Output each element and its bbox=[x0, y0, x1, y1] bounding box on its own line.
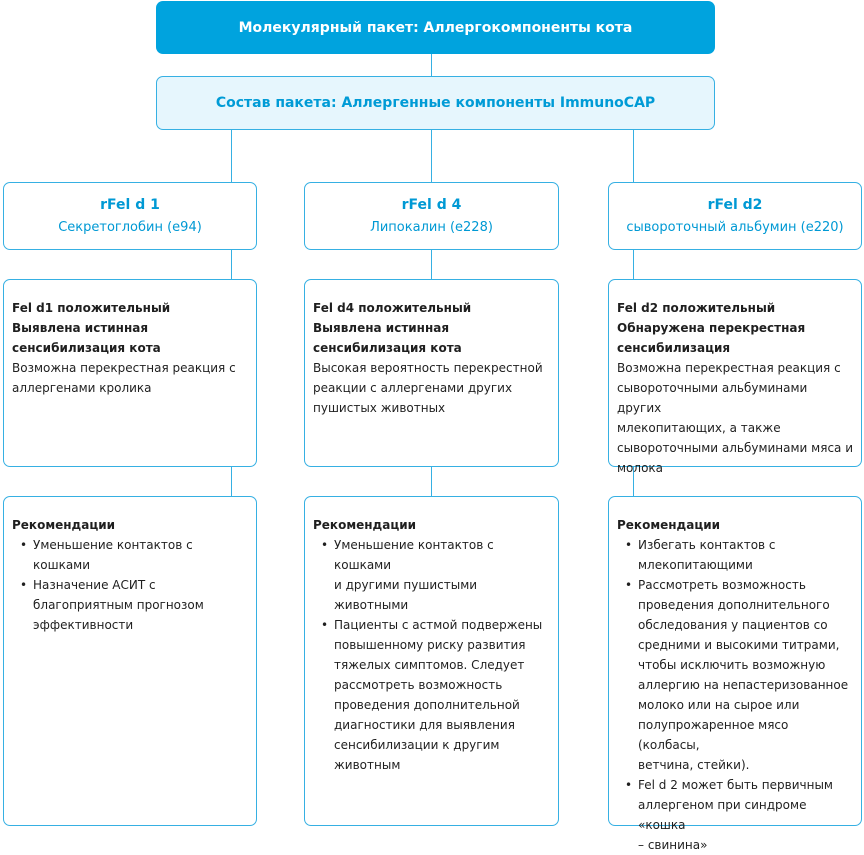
result-text-line: млекопитающих, а также bbox=[617, 421, 781, 435]
recommendation-line: рассмотреть возможность bbox=[334, 678, 503, 692]
connector-col1-mid bbox=[231, 249, 232, 287]
recommendation-line: аллергеном при синдроме «кошка bbox=[638, 798, 807, 832]
result-text-line: Высокая вероятность перекрестной bbox=[313, 361, 543, 375]
recommendation-item: Fel d 2 может быть первичным аллергеном … bbox=[617, 775, 853, 855]
result-line: сенсибилизация кота bbox=[12, 341, 161, 355]
component-name: rFel d 1 bbox=[100, 196, 160, 213]
recommendation-line: Избегать контактов с bbox=[638, 538, 776, 552]
result-line: Обнаружена перекрестная bbox=[617, 321, 806, 335]
package-subtitle: Состав пакета: Аллергенные компоненты Im… bbox=[215, 95, 656, 111]
result-text-line: сывороточными альбуминами других bbox=[617, 381, 808, 415]
recommendation-line: диагностики для выявления bbox=[334, 718, 515, 732]
connector-col2-low bbox=[431, 466, 432, 506]
component-description: Секретоглобин (e94) bbox=[58, 219, 202, 235]
result-line: Fel d1 положительный bbox=[12, 301, 171, 315]
recommendation-line: млекопитающими bbox=[638, 558, 753, 572]
recommendation-line: аллергию на непастеризованное bbox=[638, 678, 849, 692]
connector-col2-top bbox=[431, 130, 432, 190]
recommendation-item: Избегать контактов с млекопитающими bbox=[617, 535, 853, 575]
recommendations-title: Рекомендации bbox=[617, 518, 721, 532]
recommendation-line: проведения дополнительного bbox=[638, 598, 830, 612]
result-text-line: Возможна перекрестная реакция с bbox=[617, 361, 841, 375]
recommendations-box-fel-d1: Рекомендации Уменьшение контактов с кошк… bbox=[3, 496, 257, 826]
result-line: Выявлена истинная bbox=[12, 321, 149, 335]
result-text-line: молока bbox=[617, 461, 664, 475]
recommendation-line: эффективности bbox=[33, 618, 134, 632]
recommendation-line: Пациенты с астмой подвержены bbox=[334, 618, 543, 632]
result-box-fel-d4: Fel d4 положительный Выявлена истинная с… bbox=[304, 279, 559, 467]
connector-main bbox=[431, 54, 432, 88]
recommendation-line: Уменьшение контактов с bbox=[33, 538, 193, 552]
recommendation-item: Пациенты с астмой подвержены повышенному… bbox=[313, 615, 550, 775]
recommendation-line: чтобы исключить возможную bbox=[638, 658, 826, 672]
component-description: Липокалин (e228) bbox=[370, 219, 493, 235]
component-box-fel-d2: rFel d2 сывороточный альбумин (e220) bbox=[608, 182, 862, 250]
result-line: сенсибилизация bbox=[617, 341, 731, 355]
result-line: Fel d2 положительный bbox=[617, 301, 776, 315]
recommendations-box-fel-d4: Рекомендации Уменьшение контактов с кошк… bbox=[304, 496, 559, 826]
recommendation-line: и другими пушистыми животными bbox=[334, 578, 478, 612]
connector-col3-low bbox=[633, 466, 634, 506]
recommendations-list: Уменьшение контактов с кошками Назначени… bbox=[12, 535, 248, 635]
result-text-line: реакции с аллергенами других bbox=[313, 381, 513, 395]
result-line: Выявлена истинная bbox=[313, 321, 450, 335]
recommendation-line: средними и высокими титрами, bbox=[638, 638, 840, 652]
recommendations-title: Рекомендации bbox=[12, 518, 116, 532]
connector-col2-mid bbox=[431, 249, 432, 287]
result-text-line: аллергенами кролика bbox=[12, 381, 152, 395]
connector-col3-mid bbox=[633, 249, 634, 287]
recommendation-line: сенсибилизации к другим bbox=[334, 738, 500, 752]
recommendation-line: Fel d 2 может быть первичным bbox=[638, 778, 833, 792]
recommendation-line: повышенному риску развития bbox=[334, 638, 526, 652]
package-title-box: Молекулярный пакет: Аллергокомпоненты ко… bbox=[156, 1, 715, 54]
recommendation-line: благоприятным прогнозом bbox=[33, 598, 204, 612]
recommendations-list: Избегать контактов с млекопитающими Расс… bbox=[617, 535, 853, 855]
recommendation-line: полупрожаренное мясо (колбасы, bbox=[638, 718, 789, 752]
recommendations-list: Уменьшение контактов с кошками и другими… bbox=[313, 535, 550, 775]
recommendations-box-fel-d2: Рекомендации Избегать контактов с млекоп… bbox=[608, 496, 862, 852]
result-line: сенсибилизация кота bbox=[313, 341, 462, 355]
recommendation-line: кошками bbox=[33, 558, 91, 572]
recommendation-item: Уменьшение контактов с кошками и другими… bbox=[313, 535, 550, 615]
recommendation-line: Уменьшение контактов с кошками bbox=[334, 538, 494, 572]
recommendation-line: тяжелых симптомов. Следует bbox=[334, 658, 525, 672]
component-name: rFel d 4 bbox=[401, 196, 462, 213]
connector-col1-top bbox=[231, 130, 232, 190]
component-box-fel-d4: rFel d 4 Липокалин (e228) bbox=[304, 182, 559, 250]
recommendation-item: Рассмотреть возможность проведения допол… bbox=[617, 575, 853, 775]
recommendation-line: – свинина» bbox=[638, 838, 708, 852]
recommendation-item: Назначение АСИТ с благоприятным прогнозо… bbox=[12, 575, 248, 635]
package-title: Молекулярный пакет: Аллергокомпоненты ко… bbox=[238, 19, 633, 36]
result-text-line: сывороточными альбуминами мяса и bbox=[617, 441, 854, 455]
recommendation-line: ветчина, стейки). bbox=[638, 758, 750, 772]
recommendation-line: Назначение АСИТ с bbox=[33, 578, 156, 592]
recommendation-line: Рассмотреть возможность bbox=[638, 578, 806, 592]
result-box-fel-d1: Fel d1 положительный Выявлена истинная с… bbox=[3, 279, 257, 467]
recommendation-item: Уменьшение контактов с кошками bbox=[12, 535, 248, 575]
connector-col3-top bbox=[633, 130, 634, 190]
component-description: сывороточный альбумин (e220) bbox=[626, 219, 844, 235]
component-name: rFel d2 bbox=[707, 196, 763, 213]
result-box-fel-d2: Fel d2 положительный Обнаружена перекрес… bbox=[608, 279, 862, 475]
package-subtitle-box: Состав пакета: Аллергенные компоненты Im… bbox=[156, 76, 715, 130]
recommendation-line: проведения дополнительной bbox=[334, 698, 520, 712]
component-box-fel-d1: rFel d 1 Секретоглобин (e94) bbox=[3, 182, 257, 250]
result-line: Fel d4 положительный bbox=[313, 301, 472, 315]
recommendations-title: Рекомендации bbox=[313, 518, 417, 532]
result-text-line: Возможна перекрестная реакция с bbox=[12, 361, 236, 375]
recommendation-line: обследования у пациентов со bbox=[638, 618, 828, 632]
recommendation-line: молоко или на сырое или bbox=[638, 698, 800, 712]
result-text-line: пушистых животных bbox=[313, 401, 446, 415]
recommendation-line: животным bbox=[334, 758, 401, 772]
connector-col1-low bbox=[231, 466, 232, 506]
